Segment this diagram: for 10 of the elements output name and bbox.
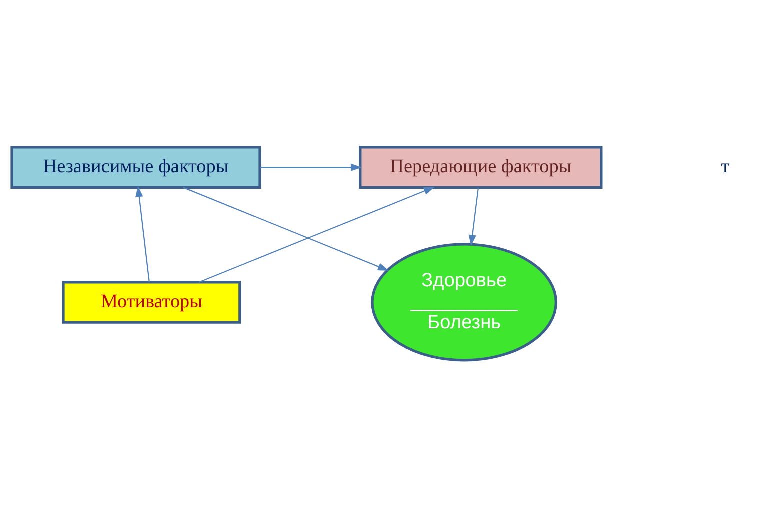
node-box: Передающие факторы bbox=[359, 146, 603, 189]
arrow bbox=[260, 164, 362, 172]
arrow bbox=[199, 187, 435, 283]
node-ellipse: Здоровье __________ Болезнь bbox=[371, 243, 558, 362]
arrow bbox=[183, 187, 390, 272]
label: т bbox=[721, 156, 730, 178]
arrow bbox=[468, 188, 480, 246]
node-box: Мотиваторы bbox=[62, 281, 242, 324]
node-box: Независимые факторы bbox=[10, 146, 262, 189]
arrow bbox=[136, 186, 150, 282]
